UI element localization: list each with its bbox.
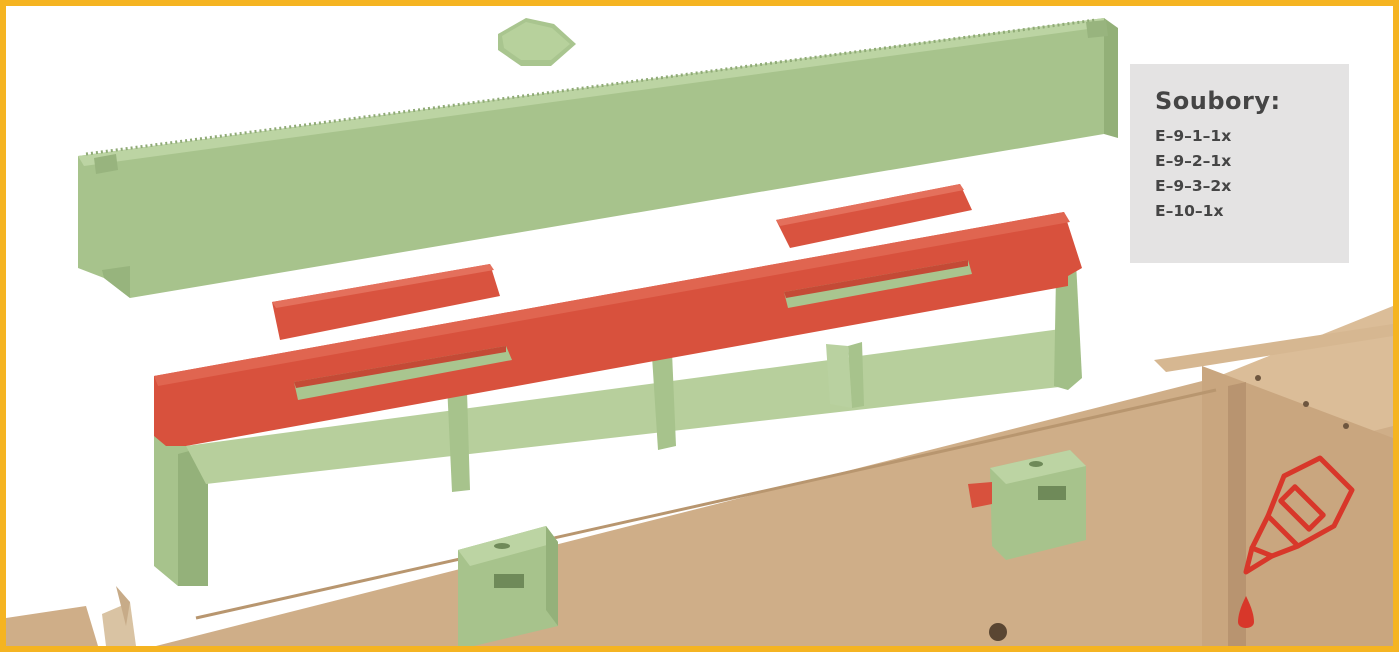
cardboard-tab-left [102, 586, 136, 646]
green-block-left [458, 526, 558, 646]
file-item: E–10–1x [1155, 199, 1349, 224]
file-item: E–9–2–1x [1155, 149, 1349, 174]
glue-bottle-icon [1228, 446, 1358, 636]
files-panel: Soubory: E–9–1–1x E–9–2–1x E–9–3–2x E–10… [1130, 64, 1349, 263]
file-item: E–9–3–2x [1155, 174, 1349, 199]
file-item: E–9–1–1x [1155, 124, 1349, 149]
files-title: Soubory: [1155, 86, 1349, 116]
